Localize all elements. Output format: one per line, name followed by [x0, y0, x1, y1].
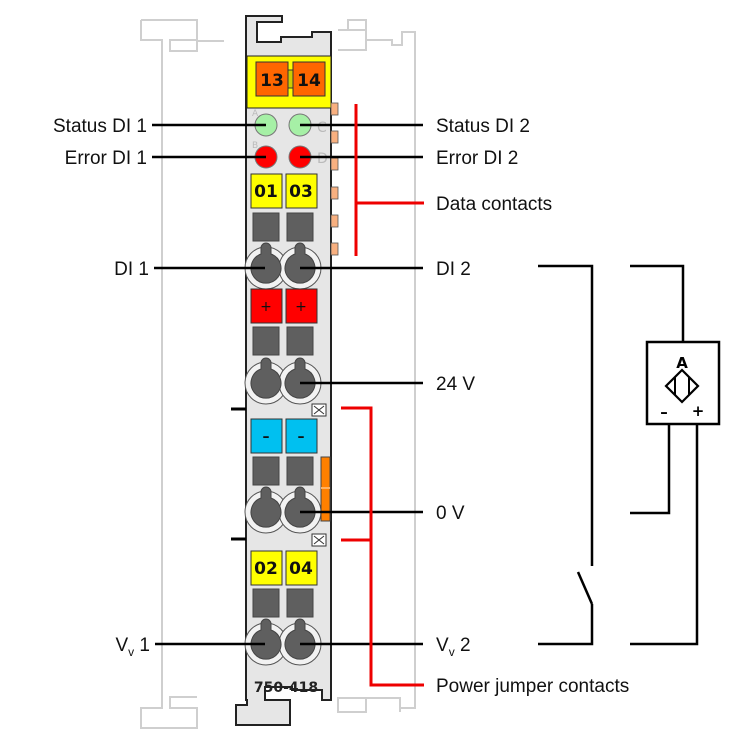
- wire-clamp-0v-2: [284, 486, 316, 528]
- label-0v: 0 V: [436, 503, 465, 524]
- svg-text:–: –: [263, 429, 270, 445]
- svg-text:14: 14: [297, 71, 321, 91]
- label-error-di1: Error DI 1: [65, 148, 147, 169]
- sensor-symbol-icon: [664, 368, 700, 404]
- release-button-di-1: [252, 212, 280, 242]
- label-di2: DI 2: [436, 259, 471, 280]
- svg-text:04: 04: [289, 559, 313, 579]
- label-error-di2: Error DI 2: [436, 148, 518, 169]
- leader-lines: [152, 123, 423, 646]
- top-marker-13: 13: [255, 61, 289, 97]
- marker-minus-1: –: [250, 418, 283, 454]
- sensor-box: [645, 340, 721, 426]
- wire-clamp-24v-2: [284, 357, 316, 399]
- svg-text:+: +: [692, 402, 705, 420]
- power-jumper-bracket: [341, 406, 424, 687]
- marker-03: 03: [285, 173, 318, 209]
- label-status-di2: Status DI 2: [436, 116, 530, 137]
- wire-clamp-24v-1: [250, 357, 282, 399]
- switch-circuit: [538, 264, 594, 646]
- wire-clamp-vv-2: [284, 618, 316, 660]
- data-contacts-bracket: [354, 104, 424, 256]
- led-letter-a: A: [252, 109, 259, 119]
- marker-plus-1: +: [250, 288, 283, 324]
- marker-plus-2: +: [285, 288, 318, 324]
- label-di1: DI 1: [114, 259, 149, 280]
- svg-text:A: A: [676, 354, 688, 372]
- marker-04: 04: [285, 550, 318, 586]
- part-number: 750-418: [254, 680, 318, 696]
- marker-minus-2: –: [285, 418, 318, 454]
- label-vv1: Vv 1: [115, 635, 150, 659]
- top-marker-14: 14: [292, 61, 326, 97]
- neighbor-module-left-outline: [140, 19, 224, 729]
- label-24v: 24 V: [436, 374, 475, 395]
- release-button-vv-2: [286, 588, 314, 618]
- wire-clamp-di-2: [284, 242, 316, 284]
- led-letter-c: C: [317, 120, 327, 136]
- marker-01: 01: [250, 173, 283, 209]
- wire-clamp-0v-1: [250, 486, 282, 528]
- svg-text:+: +: [260, 299, 272, 315]
- data-contacts: [330, 102, 339, 256]
- label-status-di1: Status DI 1: [53, 116, 147, 137]
- marker-02: 02: [250, 550, 283, 586]
- release-button-24v-2: [286, 326, 314, 356]
- svg-text:+: +: [295, 299, 307, 315]
- switch-contact-icon: [576, 571, 594, 605]
- release-button-di-2: [286, 212, 314, 242]
- label-data-contacts: Data contacts: [436, 194, 552, 215]
- svg-text:03: 03: [289, 182, 313, 202]
- neighbor-module-right-outline: [337, 19, 416, 713]
- power-jumper-slot-top: [311, 403, 327, 417]
- proximity-sensor: A – +: [630, 264, 721, 646]
- release-button-24v-1: [252, 326, 280, 356]
- release-button-0v-2: [286, 456, 314, 486]
- svg-text:13: 13: [260, 71, 284, 91]
- svg-text:02: 02: [254, 559, 278, 579]
- power-jumper-slot-bottom: [311, 533, 327, 547]
- svg-text:–: –: [660, 403, 668, 421]
- svg-text:–: –: [298, 429, 305, 445]
- svg-text:01: 01: [254, 182, 278, 202]
- release-button-0v-1: [252, 456, 280, 486]
- led-letter-b: B: [252, 141, 258, 151]
- label-power-jumper-contacts: Power jumper contacts: [436, 676, 629, 697]
- release-button-vv-1: [252, 588, 280, 618]
- label-vv2: Vv 2: [436, 635, 471, 659]
- led-letter-d: D: [317, 151, 328, 167]
